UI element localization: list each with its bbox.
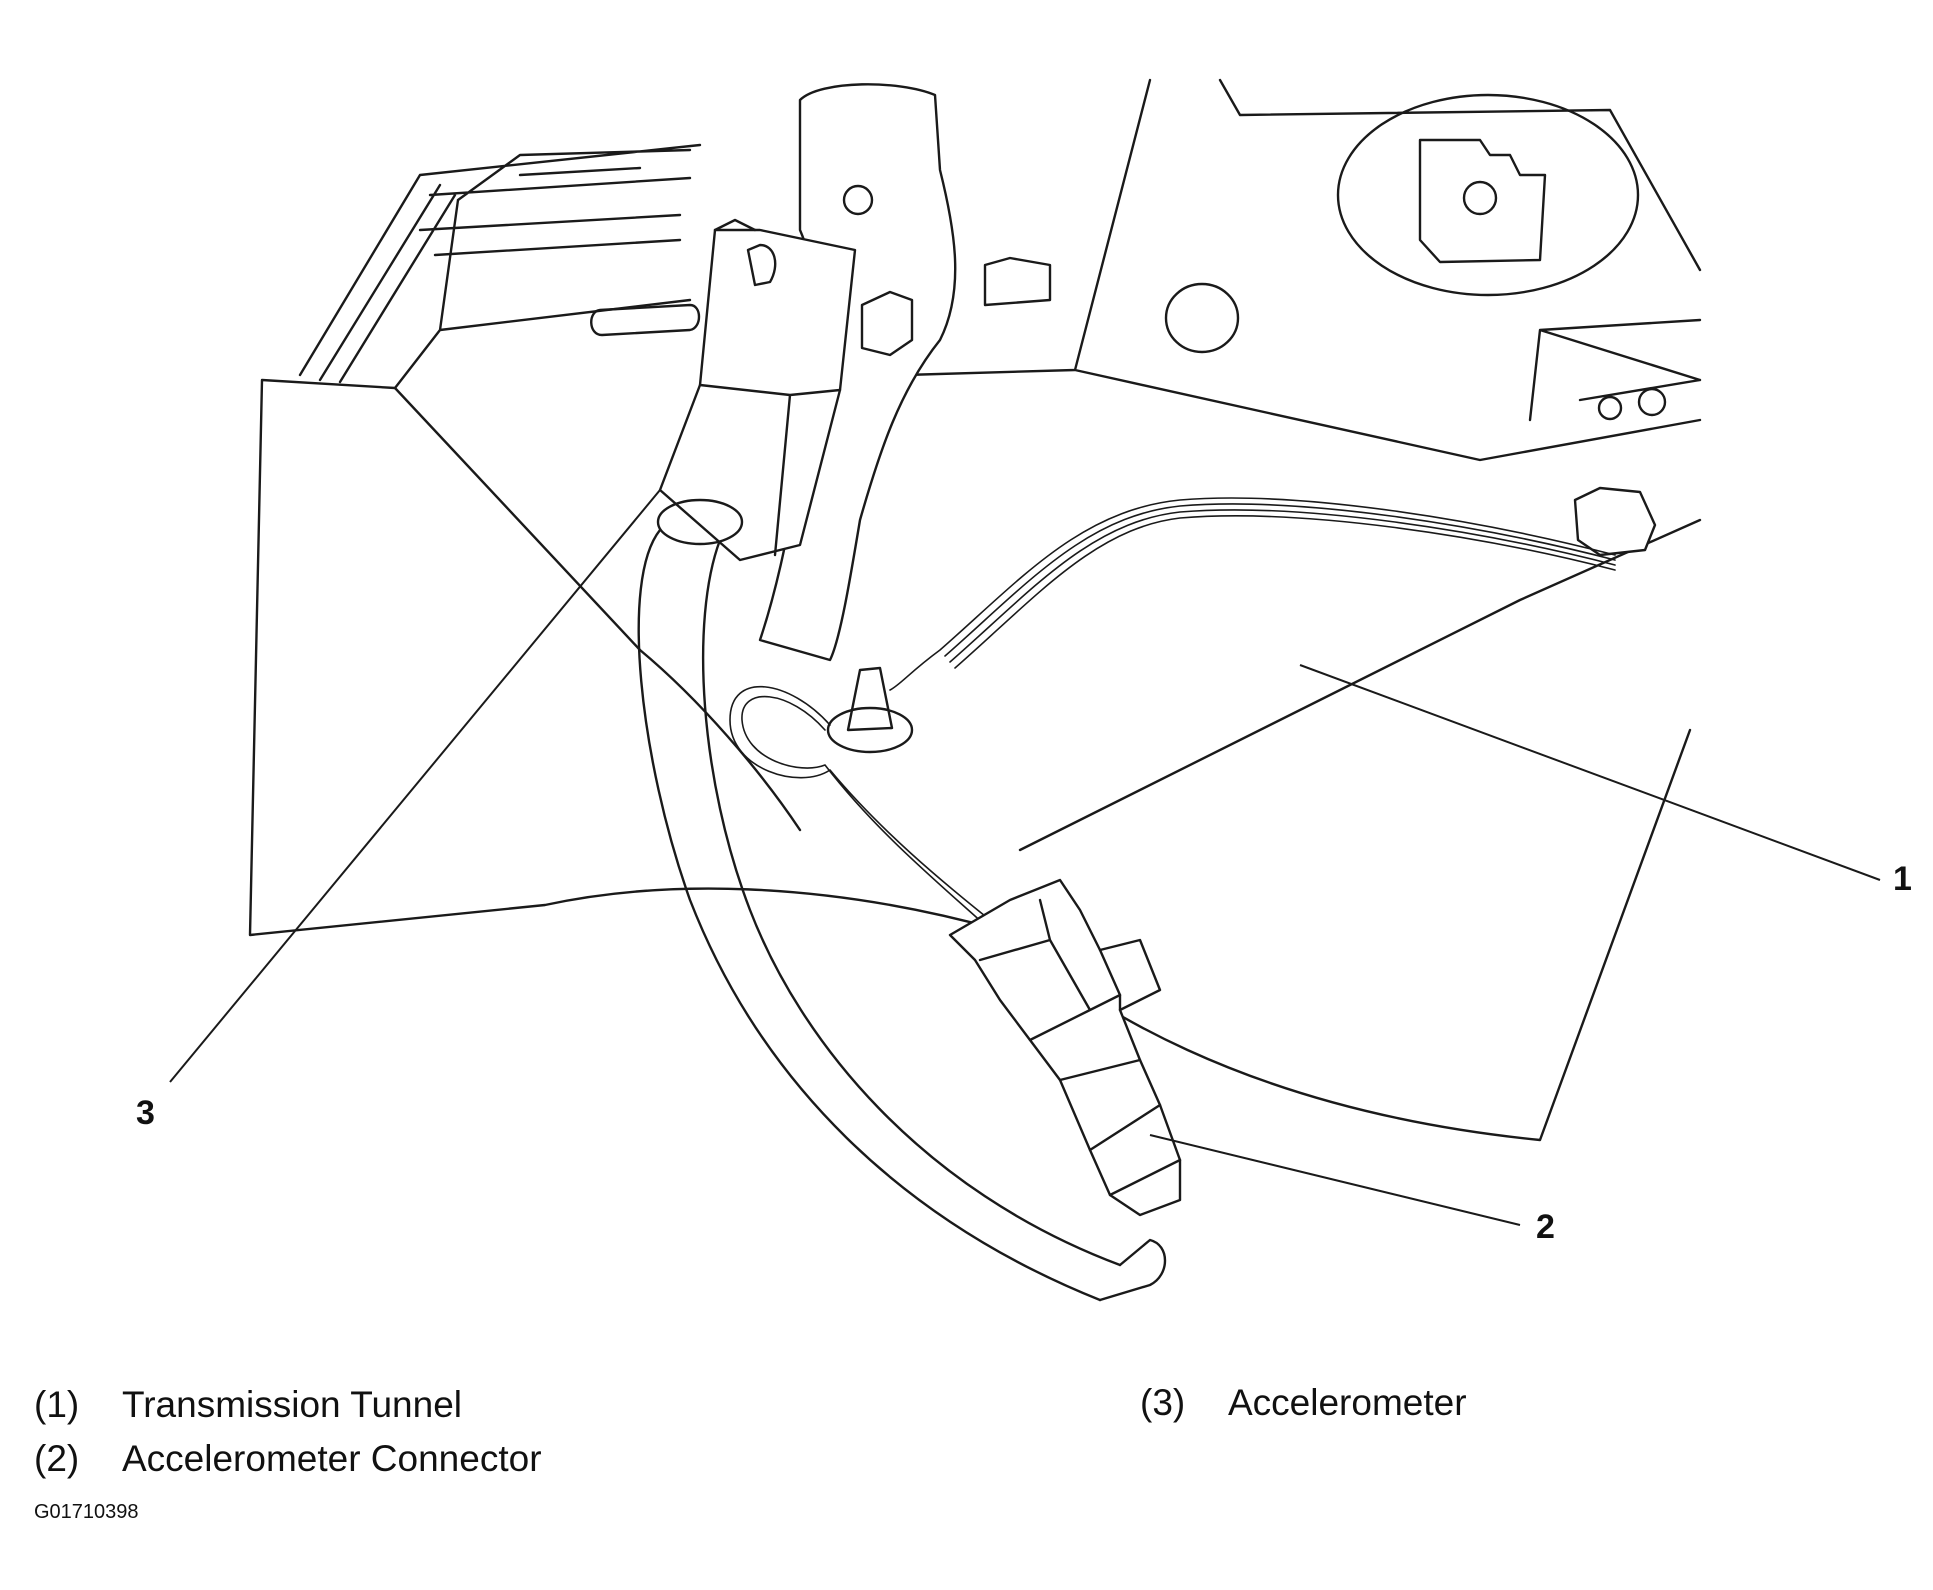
upper-round-boss (1336, 93, 1640, 297)
right-bracket-hole-a (1597, 395, 1623, 421)
boss-hole (1462, 180, 1498, 216)
boss-slot (1418, 138, 1547, 264)
legend-label: Accelerometer (1228, 1382, 1467, 1423)
small-clip (983, 256, 1052, 307)
leader-line-1 (1299, 664, 1881, 881)
figure-code: G01710398 (34, 1501, 139, 1523)
legend-number: (2) (34, 1438, 80, 1479)
callout-3: 3 (136, 1094, 155, 1132)
accelerometer-stud (746, 243, 777, 287)
legend-number: (3) (1140, 1382, 1186, 1423)
accelerometer-location-drawing (169, 78, 1881, 1302)
leader-line-2 (1149, 1134, 1521, 1226)
harness-loop (729, 686, 991, 926)
legend-item-2: (2) Accelerometer Connector (34, 1440, 542, 1477)
legend-item-3: (3) Accelerometer (1140, 1384, 1467, 1421)
side-plug (1164, 282, 1240, 354)
accelerometer-cable (637, 528, 1122, 1302)
right-bolt (1573, 486, 1657, 557)
bracket-nut-base (826, 706, 914, 754)
top-left-bracket (298, 143, 702, 390)
cable-end-cap (1098, 1238, 1167, 1302)
right-bracket (1528, 318, 1702, 422)
legend-label: Transmission Tunnel (122, 1384, 462, 1425)
accelerometer-cable-entry (656, 498, 744, 546)
callout-1: 1 (1893, 860, 1912, 898)
callout-2: 2 (1536, 1208, 1555, 1246)
tunnel-top-edge (393, 78, 1702, 832)
accelerometer-connector (948, 878, 1182, 1217)
bracket-bolt (860, 290, 914, 357)
accelerometer-body (658, 228, 857, 562)
right-bracket-hole-b (1637, 387, 1667, 417)
legend-label: Accelerometer Connector (122, 1438, 542, 1479)
lower-body-outline (248, 378, 1692, 1142)
connector-detail (978, 898, 1182, 1197)
legend-item-1: (1) Transmission Tunnel (34, 1386, 462, 1423)
bracket-hole (842, 184, 874, 216)
legend-number: (1) (34, 1384, 80, 1425)
bracket-slot (590, 303, 701, 337)
leader-line-3 (169, 489, 661, 1083)
accelerometer-top-face (698, 218, 842, 557)
tunnel-right-face (1018, 518, 1702, 852)
bracket-nut-cone (846, 666, 894, 732)
harness-wires (889, 497, 1616, 691)
